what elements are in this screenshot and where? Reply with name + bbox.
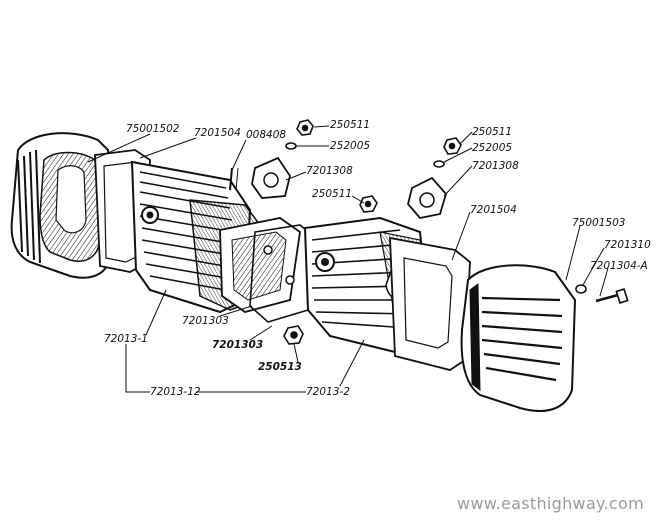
label-250511-top: 250511: [330, 119, 371, 131]
label-250511-right: 250511: [472, 126, 513, 138]
right-valve-cover: [460, 264, 577, 412]
label-7201308-right: 7201308: [472, 160, 519, 172]
label-7201504-left: 7201504: [194, 127, 241, 139]
left-flange: [251, 156, 291, 199]
label-250511-mid: 250511: [312, 188, 353, 200]
label-008408: 008408: [246, 129, 287, 141]
label-75001503: 75001503: [572, 217, 626, 229]
label-72013-1: 72013-1: [104, 333, 148, 345]
right-gasket: [389, 236, 471, 371]
label-7201504-right: 7201504: [470, 204, 517, 216]
watermark-text: www.easthighway.com: [456, 494, 644, 513]
bolt-right: [595, 288, 629, 304]
fasteners: [283, 119, 629, 345]
washer-top-left: [285, 142, 297, 150]
label-7201303-b: 7201303: [212, 339, 264, 351]
label-252005-top: 252005: [330, 140, 371, 152]
label-250513: 250513: [258, 361, 302, 373]
label-72013-12: 72013-12: [150, 386, 201, 398]
label-7201308-left: 7201308: [306, 165, 353, 177]
label-75001502: 75001502: [126, 123, 180, 135]
label-7201304-a: 7201304-A: [590, 260, 648, 272]
intake-manifold-pieces: [219, 217, 319, 323]
label-252005-right: 252005: [472, 142, 513, 154]
washer-right: [575, 284, 587, 294]
washer-top-right: [433, 160, 445, 168]
right-flange: [407, 176, 448, 219]
left-valve-cover: [10, 132, 114, 279]
label-72013-2: 72013-2: [306, 386, 350, 398]
label-7201310: 7201310: [604, 239, 651, 251]
leader-lines: [87, 125, 609, 393]
label-7201303-a: 7201303: [182, 315, 229, 327]
